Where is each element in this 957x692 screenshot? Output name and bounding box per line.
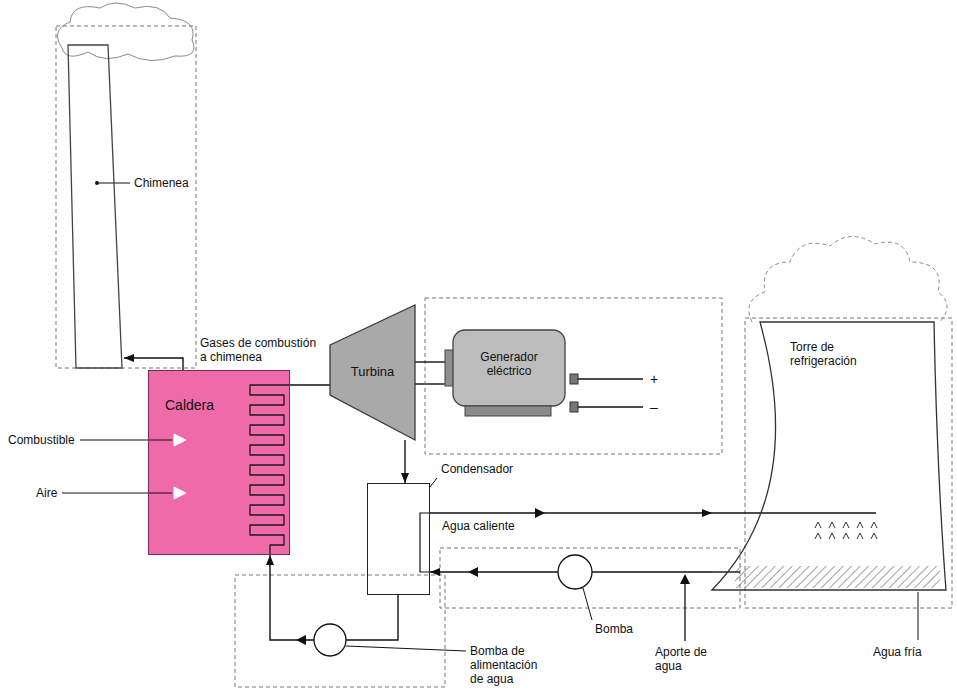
generator-terminal: [570, 402, 578, 412]
turbine-outline: [330, 305, 415, 440]
cold-water-outlet: [712, 571, 740, 572]
air-label: Aire: [36, 486, 57, 500]
smoke-cloud: [58, 3, 194, 61]
boiler-fill: [148, 370, 290, 555]
condenser-box: Condensador: [367, 483, 430, 595]
turbine-shaft: [415, 361, 445, 362]
makeup-water-arrow: [684, 582, 685, 641]
chimney: Chimenea: [62, 45, 124, 368]
cooling-loop-frame: [440, 548, 740, 608]
node-label: Chimenea: [134, 176, 189, 190]
flow-arrowhead: [468, 567, 478, 577]
cold-water-basin: [735, 566, 940, 588]
node-label: Caldera: [165, 397, 214, 413]
vapour-cloud: [749, 236, 947, 322]
exhaust-steam-arrow: [404, 440, 405, 483]
flow-arrowhead: [535, 508, 545, 518]
node-label: Condensador: [441, 462, 513, 476]
pump-label: Bomba: [595, 622, 633, 636]
feed-pump-symbol: [314, 624, 346, 656]
feed-pump-label: Bomba de alimentación de agua: [470, 644, 550, 686]
cooling-tower: Torre de refrigeración: [712, 322, 948, 592]
chimney-group-frame: [56, 26, 196, 368]
turbine: Turbina: [330, 305, 415, 440]
fuel-inlet-arrow: [174, 434, 186, 446]
boiler-box: Caldera: [148, 370, 290, 555]
makeup-water-label: Aporte de agua: [655, 645, 717, 673]
leader-line: [583, 588, 592, 620]
leader-line: [62, 493, 172, 494]
condenser-tube: [420, 513, 430, 572]
output-wire: [578, 378, 643, 379]
boiler-coil: [250, 385, 290, 555]
flue-gas-arrow: [124, 358, 183, 370]
leader-line: [918, 592, 919, 640]
generator-terminal: [570, 374, 578, 384]
fuel-label: Combustible: [8, 433, 75, 447]
chimney-outline: [68, 45, 122, 368]
generator-body: [453, 330, 565, 406]
node-label: Generador eléctrico: [468, 350, 550, 378]
generator-base: [465, 406, 551, 416]
pump-group-frame: [235, 575, 445, 687]
terminal-sign: –: [650, 399, 658, 415]
leader-line: [430, 478, 437, 487]
edge-label: Agua caliente: [442, 519, 515, 533]
hot-water-pipe: [430, 512, 712, 513]
tower-outline: [712, 322, 946, 590]
spray-marks: [815, 522, 877, 539]
electric-generator: Generador eléctrico: [445, 328, 570, 416]
edge-label: Gases de combustión a chimenea: [200, 336, 322, 364]
steam-pipe: [290, 384, 330, 385]
turbine-shaft-line: [415, 383, 445, 384]
output-wire: [578, 406, 643, 407]
leader-dot: [95, 181, 99, 185]
cold-water-label: Agua fría: [873, 645, 922, 659]
cooling-pump-symbol: [558, 555, 592, 589]
node-label: Turbina: [330, 364, 415, 379]
node-label: Torre de refrigeración: [790, 340, 870, 368]
flow-arrowhead: [296, 635, 306, 645]
flow-arrowhead: [680, 574, 690, 584]
air-inlet-arrow: [174, 487, 186, 499]
tower-group-frame: [745, 318, 952, 608]
hot-water-distributor: [712, 512, 876, 513]
leader-line: [346, 646, 466, 651]
generator-group-frame: [425, 298, 722, 454]
leader-line: [80, 440, 172, 441]
chimney-shape: [62, 45, 124, 368]
terminal-sign: +: [650, 371, 658, 387]
